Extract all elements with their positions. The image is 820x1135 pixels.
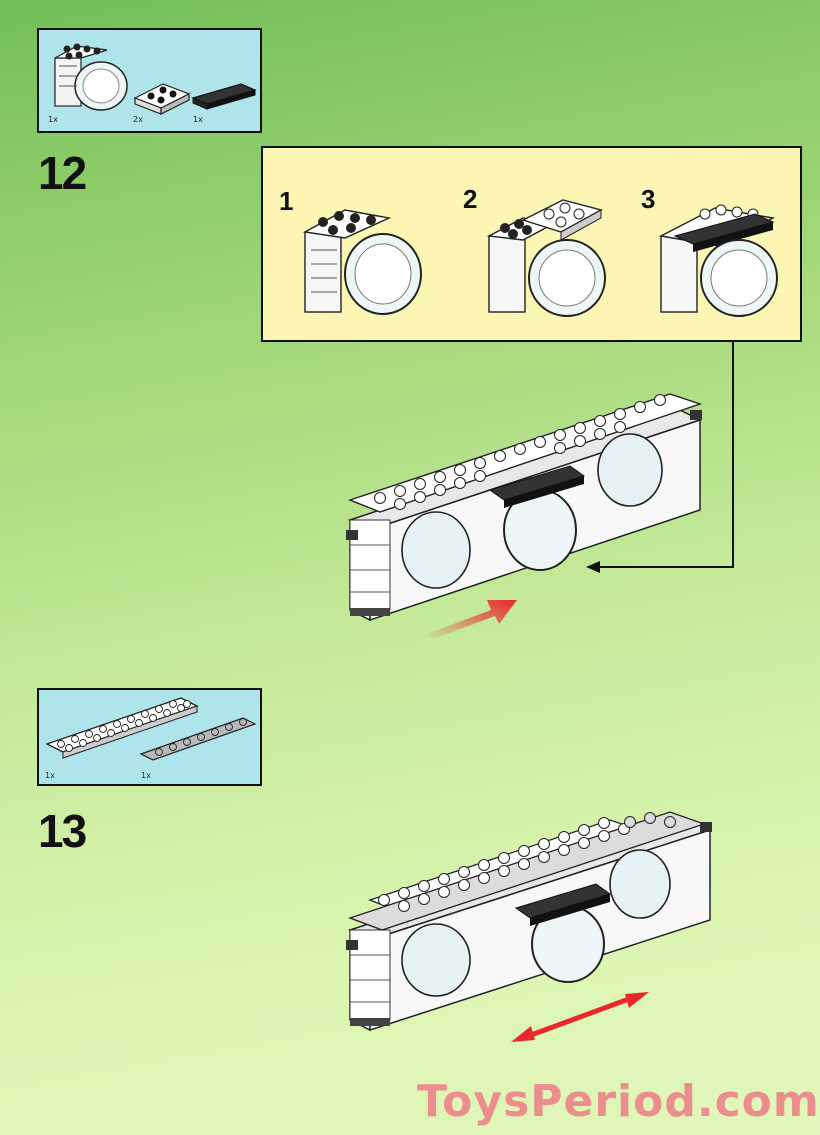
step13-main-model	[346, 811, 712, 1032]
step-number: 12	[38, 147, 87, 199]
slide-direction-arrow-icon	[511, 992, 649, 1042]
wheel-assembly-step3-icon	[658, 204, 778, 317]
step13-parts-box: 1x 1x	[37, 688, 262, 786]
plate-white-long-icon	[45, 697, 199, 759]
part-qty: 1x	[45, 771, 55, 780]
part-qty: 1x	[48, 115, 58, 124]
substep-box: 1 2 3	[261, 146, 802, 342]
wheel-assembly-step2-icon	[486, 199, 606, 317]
step-number: 13	[38, 805, 87, 857]
substep-number: 1	[279, 186, 294, 216]
substep-number: 3	[641, 184, 656, 214]
part-qty: 2x	[133, 115, 143, 124]
watermark: ToysPeriod.com	[417, 1076, 820, 1127]
part-qty: 1x	[141, 771, 151, 780]
step12-parts-box: 1x 2x 1x	[37, 28, 262, 133]
plate-2x2-icon	[133, 83, 191, 115]
push-direction-arrow-icon	[427, 600, 517, 640]
wheel-housing-brick-icon	[54, 43, 128, 111]
wheel-assembly-step1-icon	[302, 209, 422, 315]
tile-black-icon	[191, 83, 257, 110]
substep-number: 2	[463, 184, 478, 214]
step12-main-model	[346, 393, 703, 622]
part-qty: 1x	[193, 115, 203, 124]
plate-gray-long-icon	[139, 717, 257, 761]
